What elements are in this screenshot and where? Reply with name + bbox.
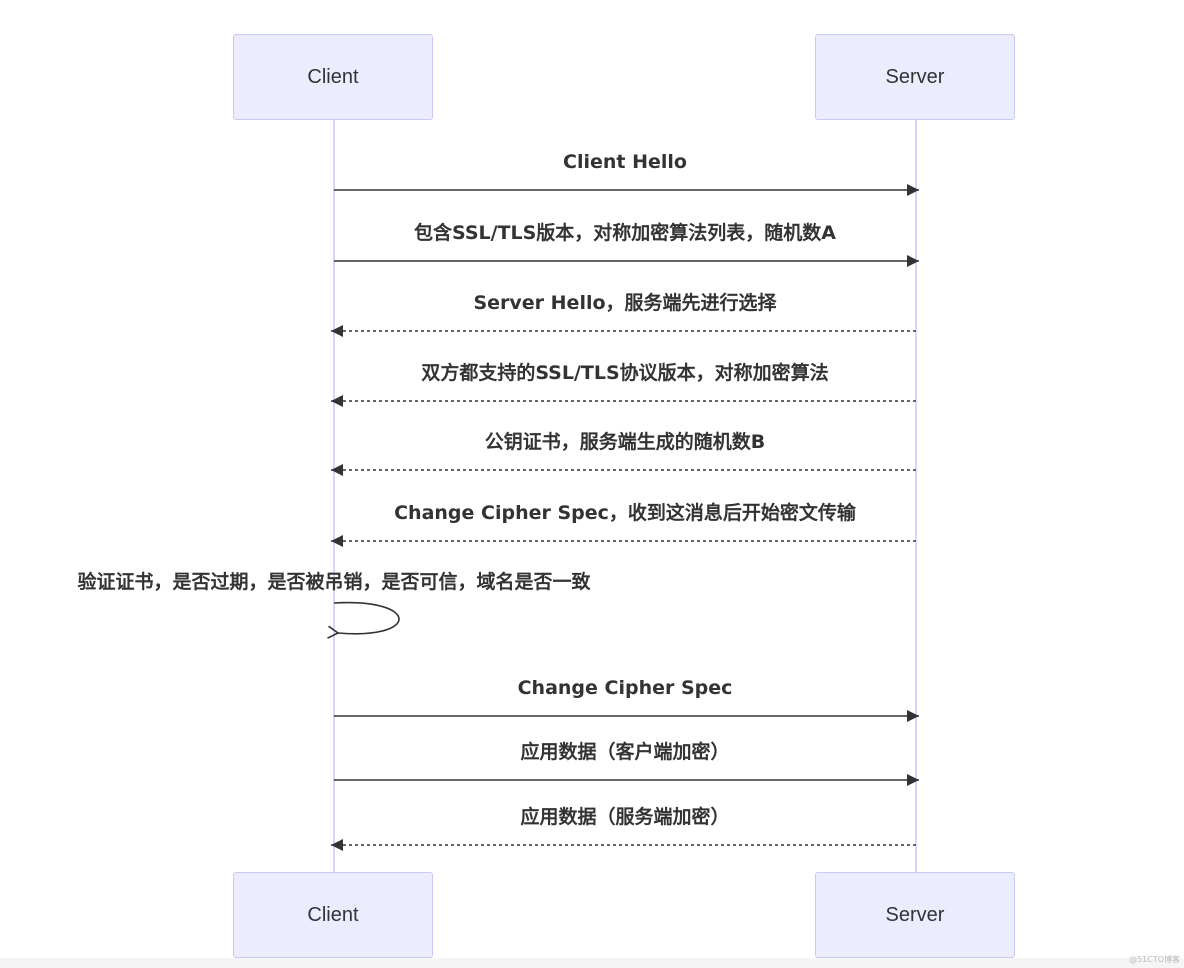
message-8: Change Cipher Spec [334, 677, 919, 722]
participant-client-top: Client [233, 34, 433, 120]
message-7-label: 验证证书，是否过期，是否被吊销，是否可信，域名是否一致 [77, 570, 591, 593]
message-3-label: Server Hello，服务端先进行选择 [473, 291, 777, 314]
message-9-label: 应用数据（客户端加密） [520, 740, 729, 763]
message-7-self-loop [327, 601, 400, 639]
participant-client-bottom: Client [233, 872, 433, 958]
message-2-label: 包含SSL/TLS版本，对称加密算法列表，随机数A [414, 221, 836, 244]
message-5-label: 公钥证书，服务端生成的随机数B [485, 430, 765, 453]
participant-server-bottom: Server [815, 872, 1015, 958]
message-5: 公钥证书，服务端生成的随机数B [331, 430, 916, 476]
participant-server-bottom-label: Server [885, 903, 945, 926]
message-1-label: Client Hello [563, 151, 687, 173]
participant-client-top-label: Client [307, 65, 359, 88]
message-6-label: Change Cipher Spec，收到这消息后开始密文传输 [394, 501, 857, 524]
message-10: 应用数据（服务端加密） [331, 805, 916, 851]
participant-server-top: Server [815, 34, 1015, 120]
message-3: Server Hello，服务端先进行选择 [331, 291, 916, 337]
participant-client-bottom-label: Client [307, 903, 359, 926]
message-8-label: Change Cipher Spec [518, 677, 733, 699]
message-7: 验证证书，是否过期，是否被吊销，是否可信，域名是否一致 [77, 570, 591, 639]
footer-bar [0, 958, 1184, 968]
message-4-label: 双方都支持的SSL/TLS协议版本，对称加密算法 [421, 361, 828, 384]
message-2: 包含SSL/TLS版本，对称加密算法列表，随机数A [334, 221, 919, 267]
message-6: Change Cipher Spec，收到这消息后开始密文传输 [331, 501, 916, 547]
message-10-label: 应用数据（服务端加密） [520, 805, 729, 828]
message-4: 双方都支持的SSL/TLS协议版本，对称加密算法 [331, 361, 916, 407]
participant-server-top-label: Server [885, 65, 945, 88]
message-9: 应用数据（客户端加密） [334, 740, 919, 786]
message-1: Client Hello [334, 151, 919, 196]
watermark: @51CTO博客 [1129, 955, 1180, 964]
